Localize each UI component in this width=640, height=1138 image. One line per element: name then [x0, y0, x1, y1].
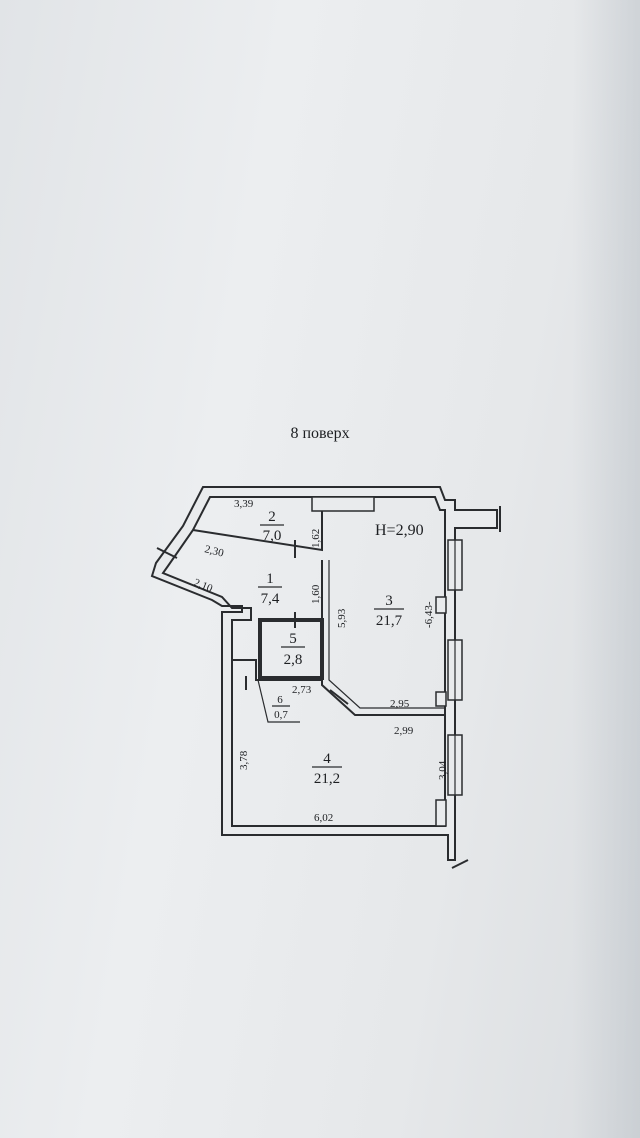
room3-area: 21,7	[376, 613, 403, 629]
paper-edge-shadow	[572, 0, 640, 1138]
room4-area: 21,2	[314, 771, 340, 787]
ceiling-height-label: H=2,90	[375, 522, 424, 539]
partition-room2	[192, 497, 323, 552]
room1-number: 1	[266, 571, 274, 587]
room3-number: 3	[385, 593, 393, 609]
dim-2-30: 2,30	[203, 543, 225, 559]
dim-3-04: 3,04	[437, 760, 449, 780]
room5-box	[258, 618, 324, 680]
dim-3-39: 3,39	[234, 498, 254, 510]
dim-5-93: 5,93	[336, 608, 348, 628]
room1-area: 7,4	[261, 591, 280, 607]
outer-wall	[150, 486, 498, 861]
room2-number: 2	[268, 509, 276, 525]
window-right-middle	[447, 639, 463, 701]
room6-number: 6	[277, 694, 283, 706]
dim-3-78: 3,78	[238, 750, 250, 770]
dim-1-62: 1,62	[310, 529, 322, 548]
partition-room3-left	[321, 560, 445, 716]
window-right-upper	[447, 539, 463, 591]
door-mark-room3	[329, 689, 349, 705]
dim-2-99: 2,99	[394, 725, 414, 737]
pier-right-2	[435, 691, 447, 707]
wall-break-bottom-right	[451, 859, 469, 869]
room6-dim-bracket	[257, 679, 300, 723]
niche-top	[311, 496, 375, 512]
dim-6-02: 6,02	[314, 812, 333, 824]
room2-area: 7,0	[263, 528, 282, 544]
pier-right-1	[435, 596, 447, 614]
room6-walls	[232, 659, 322, 681]
pier-right-3	[435, 799, 447, 827]
room6-area: 0,7	[274, 709, 288, 721]
dim-6-43: -6,43-	[423, 601, 435, 628]
wall-break-left	[156, 547, 178, 559]
dim-2-95: 2,95	[390, 698, 410, 710]
partition-room3-left-inner	[328, 560, 445, 709]
window-right-lower	[447, 734, 463, 796]
dim-1-60: 1,60	[310, 584, 322, 604]
floor-title: 8 поверх	[290, 425, 350, 442]
room5-number: 5	[289, 631, 297, 647]
room4-number: 4	[323, 751, 331, 767]
dim-2-73: 2,73	[292, 684, 312, 696]
room5-area: 2,8	[284, 652, 303, 668]
